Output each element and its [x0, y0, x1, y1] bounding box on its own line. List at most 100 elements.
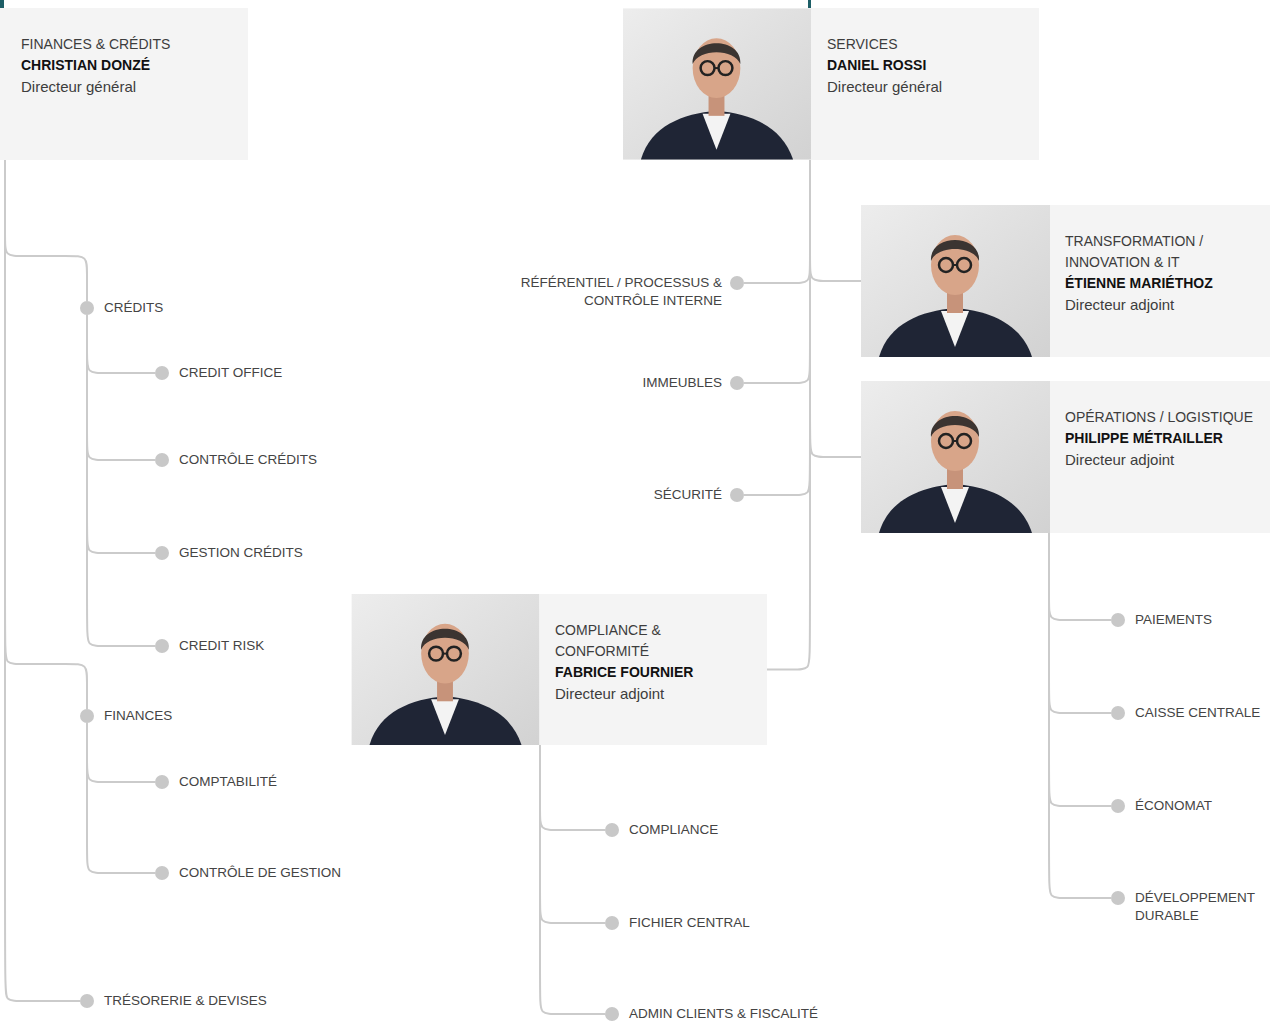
unit-name: CREDIT RISK — [179, 637, 264, 655]
director-name: FABRICE FOURNIER — [555, 662, 755, 683]
unit-item: CREDIT OFFICE — [155, 364, 282, 382]
unit-name: CONTRÔLE CRÉDITS — [179, 451, 317, 469]
unit-label: CRÉDITS — [104, 299, 163, 317]
unit-item: IMMEUBLES — [642, 374, 744, 392]
bullet-dot — [730, 376, 744, 390]
unit-label: FINANCES — [104, 707, 172, 725]
division-title: FINANCES & CRÉDITS — [21, 34, 236, 55]
unit-name: ADMIN CLIENTS & FISCALITÉ — [629, 1005, 818, 1023]
org-connector — [5, 160, 87, 301]
unit-name: CRÉDITS — [104, 299, 163, 317]
director-role: Directeur adjoint — [1065, 294, 1258, 315]
director-box: SERVICESDANIEL ROSSIDirecteur général — [623, 8, 1039, 160]
name-panel: COMPLIANCE & CONFORMITÉFABRICE FOURNIERD… — [540, 594, 767, 745]
bullet-dot — [155, 775, 169, 789]
division-title: OPÉRATIONS / LOGISTIQUE — [1065, 407, 1258, 428]
director-role: Directeur général — [827, 76, 1027, 97]
unit-name: CREDIT OFFICE — [179, 364, 282, 382]
bullet-dot — [730, 276, 744, 290]
unit-item: CRÉDITS — [80, 299, 163, 317]
unit-name: ÉCONOMAT — [1135, 797, 1212, 815]
unit-name: FINANCES — [104, 707, 172, 725]
accent-bar — [808, 0, 811, 8]
unit-label: TRÉSORERIE & DEVISES — [104, 992, 267, 1010]
org-connector — [5, 160, 80, 1001]
unit-name: CAISSE CENTRALE — [1135, 704, 1260, 722]
unit-name: TRÉSORERIE & DEVISES — [104, 992, 267, 1010]
portrait-photo — [861, 205, 1050, 357]
unit-label: CAISSE CENTRALE — [1135, 704, 1260, 722]
org-connector — [5, 160, 87, 709]
director-name: CHRISTIAN DONZÉ — [21, 55, 236, 76]
portrait-photo — [861, 381, 1050, 533]
name-panel: OPÉRATIONS / LOGISTIQUEPHILIPPE MÉTRAILL… — [1050, 381, 1270, 533]
bullet-dot — [80, 301, 94, 315]
unit-label: PAIEMENTS — [1135, 611, 1212, 629]
bullet-dot — [80, 709, 94, 723]
bullet-dot — [1111, 799, 1125, 813]
unit-item: TRÉSORERIE & DEVISES — [80, 992, 267, 1010]
unit-name: PAIEMENTS — [1135, 611, 1212, 629]
director-box: FINANCES & CRÉDITSCHRISTIAN DONZÉDirecte… — [0, 8, 248, 160]
bullet-dot — [605, 1007, 619, 1021]
bullet-dot — [155, 453, 169, 467]
unit-item: COMPTABILITÉ — [155, 773, 277, 791]
bullet-dot — [155, 546, 169, 560]
director-role: Directeur adjoint — [555, 683, 755, 704]
unit-name: DÉVELOPPEMENT DURABLE — [1135, 889, 1265, 925]
director-role: Directeur général — [21, 76, 236, 97]
unit-label: COMPTABILITÉ — [179, 773, 277, 791]
unit-name: GESTION CRÉDITS — [179, 544, 303, 562]
division-title: COMPLIANCE & CONFORMITÉ — [555, 620, 755, 662]
unit-item: CAISSE CENTRALE — [1111, 704, 1260, 722]
accent-bar — [0, 0, 4, 8]
director-role: Directeur adjoint — [1065, 449, 1258, 470]
org-connector — [87, 723, 155, 782]
bullet-dot — [605, 823, 619, 837]
name-panel: FINANCES & CRÉDITSCHRISTIAN DONZÉDirecte… — [0, 8, 248, 160]
bullet-dot — [730, 488, 744, 502]
name-panel: TRANSFORMATION / INNOVATION & ITÉTIENNE … — [1050, 205, 1270, 357]
org-connector — [744, 160, 810, 283]
photo-slot — [861, 381, 1050, 382]
bullet-dot — [155, 866, 169, 880]
unit-label: CONTRÔLE DE GESTION — [179, 864, 341, 882]
director-name: ÉTIENNE MARIÉTHOZ — [1065, 273, 1258, 294]
org-connector — [744, 160, 810, 383]
org-connector — [87, 315, 155, 460]
unit-item: GESTION CRÉDITS — [155, 544, 303, 562]
unit-item: DÉVELOPPEMENT DURABLE — [1111, 889, 1265, 925]
unit-item: FINANCES — [80, 707, 172, 725]
bullet-dot — [1111, 891, 1125, 905]
org-connector — [87, 315, 155, 646]
org-connector — [540, 745, 605, 923]
unit-label: ÉCONOMAT — [1135, 797, 1212, 815]
director-box: OPÉRATIONS / LOGISTIQUEPHILIPPE MÉTRAILL… — [861, 381, 1270, 533]
unit-label: DÉVELOPPEMENT DURABLE — [1135, 889, 1265, 925]
org-connector — [540, 745, 605, 1014]
unit-item: COMPLIANCE — [605, 821, 718, 839]
unit-item: RÉFÉRENTIEL / PROCESSUS & CONTRÔLE INTER… — [518, 274, 744, 310]
photo-slot — [861, 205, 1050, 206]
unit-item: PAIEMENTS — [1111, 611, 1212, 629]
org-connector — [1049, 533, 1111, 713]
bullet-dot — [80, 994, 94, 1008]
unit-label: FICHIER CENTRAL — [629, 914, 750, 932]
name-panel: SERVICESDANIEL ROSSIDirecteur général — [811, 8, 1039, 160]
director-box: COMPLIANCE & CONFORMITÉFABRICE FOURNIERD… — [351, 594, 767, 745]
org-connector — [87, 315, 155, 553]
unit-item: CONTRÔLE DE GESTION — [155, 864, 341, 882]
org-connector — [1049, 533, 1111, 620]
director-name: PHILIPPE MÉTRAILLER — [1065, 428, 1258, 449]
org-connector — [810, 160, 861, 281]
unit-item: ÉCONOMAT — [1111, 797, 1212, 815]
division-title: TRANSFORMATION / INNOVATION & IT — [1065, 231, 1258, 273]
unit-label: IMMEUBLES — [642, 374, 722, 392]
org-connector — [810, 160, 861, 457]
portrait-photo — [352, 594, 540, 745]
unit-label: CREDIT RISK — [179, 637, 264, 655]
org-connector — [744, 160, 810, 495]
unit-label: CREDIT OFFICE — [179, 364, 282, 382]
bullet-dot — [1111, 613, 1125, 627]
bullet-dot — [155, 366, 169, 380]
